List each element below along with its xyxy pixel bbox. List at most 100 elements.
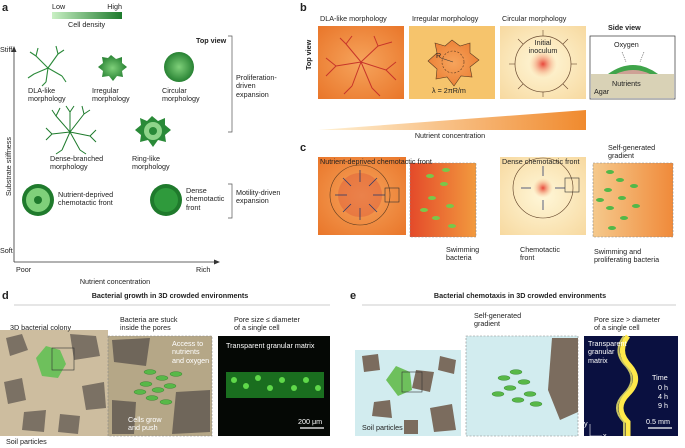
dense-front-icon [150,184,182,216]
a-dla-label: DLA-like morphology [28,86,66,104]
c-chem-front-label: Chemotactic front [520,245,560,263]
oxygen-arrows [621,51,645,63]
a-rich-label: Rich [196,265,211,274]
c-zoom-box-2 [564,177,580,193]
dense-branched-icon [45,105,97,155]
a-dense-branched-label: Dense-branched morphology [50,154,104,172]
c-inward-arrows [335,170,385,220]
b-dla-label: DLA-like morphology [320,14,387,23]
a-dense-front-label: Dense chemotactic front [186,186,225,212]
e-matrix-label: Transparent granular matrix [588,339,627,365]
c-dense-center [533,178,553,198]
b-lambda-label: λ = 2πR/m [432,86,466,95]
b-initial-label: Initial inoculum [528,38,558,56]
c-dense-circle [512,157,574,219]
d-soil-particles [4,334,106,434]
panel-c-label: c [300,142,307,154]
a-nutrient-front-label: Nutrient-deprived chemotactic front [58,190,114,208]
a-irregular-label: Irregular morphology [92,86,130,104]
e-pore-label: Pore size > diameter of a single cell [594,315,661,333]
b-top-view: Top view [304,39,313,70]
b-irregular-label: Irregular morphology [412,14,479,23]
panel-d-label: d [2,290,9,302]
e-soil-particles [362,354,456,434]
irregular-colony-icon [98,55,127,81]
nutrient-wedge [318,110,586,130]
c-swimming-label: Swimming bacteria [446,245,480,263]
c-dense-front-label: Dense chemotactic front [502,157,580,166]
a-ring-label: Ring-like morphology [132,154,170,172]
d-title: Bacterial growth in 3D crowded environme… [91,291,249,300]
d-zoom-particles [112,338,210,434]
a-top-view: Top view [196,36,227,45]
b-r-label: R [436,51,442,60]
prolif-bracket [228,35,233,133]
a-poor-label: Poor [16,265,32,274]
dla-colony-icon [27,45,67,87]
side-colony [608,65,658,74]
density-legend-bar [52,12,122,19]
d-soil-label: Soil particles [6,437,47,446]
dla-branches [325,35,397,97]
e-time-label: Time [652,373,668,382]
b-gradient-label: Nutrient concentration [414,131,486,140]
c-zoom-panel-1 [409,162,477,238]
d-green-band [226,372,324,398]
e-t0-label: 0 h [658,383,668,392]
c-outward-arrows [521,166,565,210]
ring-like-icon [135,116,171,147]
d-green-speckle [231,375,321,391]
e-front-9h [618,334,638,436]
c-nutrient-front-label: Nutrient-deprived chemotactic front [320,157,432,166]
e-t9-label: 9 h [658,401,668,410]
panel-e-label: e [350,290,357,302]
a-prolif-label: Proliferation- driven expansion [236,73,277,99]
d-stuck-label: Bacteria are stuck inside the pores [120,315,178,333]
c-zoom-panel-2 [592,162,674,238]
b-side-view: Side view [608,23,641,32]
e-zoom-box [401,371,423,393]
c-nutrient-circle [329,164,391,226]
b-circular-label: Circular morphology [502,14,567,23]
y-axis-arrow [11,46,17,52]
legend-title: Cell density [68,20,106,29]
c-swimming-bacteria [420,168,456,228]
a-y-axis-label: Substrate stiffness [4,137,13,196]
e-axis-y-label: y [584,419,588,428]
c-prolif-bacteria [596,170,640,230]
radius-line [440,57,454,63]
a-x-axis-label: Nutrient concentration [79,277,151,286]
e-front-4h [616,335,633,436]
b-agar-label: Agar [594,87,610,96]
motility-bracket [228,183,233,219]
initial-inoculum [529,50,557,78]
c-swim-prolif-label: Swimming and proliferating bacteria [594,247,660,265]
e-axis-x-label: x [603,431,607,440]
d-zoom-box [51,347,75,371]
legend-low: Low [52,2,66,11]
d-colony-label: 3D bacterial colony [10,323,72,332]
e-self-gen-label: Self-generated gradient [474,311,522,329]
e-scale-label: 0.5 mm [646,417,670,426]
e-zoom-particle [548,338,578,420]
irregular-inner-circle [441,50,465,74]
circular-colony-icon [164,52,194,82]
circular-arrows [509,30,577,97]
panel-b-label: b [300,2,307,14]
d-grow-label: Cells grow and push [128,415,162,433]
d-pore-label: Pore size ≤ diameter of a single cell [234,315,300,333]
d-stuck-bacteria [133,369,183,405]
e-title: Bacterial chemotaxis in 3D crowded envir… [433,291,607,300]
x-axis-arrow [214,259,220,265]
agar-layer [591,74,674,98]
panel-a-label: a [2,2,9,14]
c-zoom-box-1 [384,187,400,203]
e-colony [386,366,412,396]
nutrient-front-icon [22,184,54,216]
e-soil-label: Soil particles [362,423,403,432]
b-nutrients-label: Nutrients [612,79,641,88]
e-chemotaxis-bacteria [491,369,543,407]
c-self-gen-label: Self-generated gradient [608,143,656,161]
d-scale-label: 200 μm [298,417,323,426]
